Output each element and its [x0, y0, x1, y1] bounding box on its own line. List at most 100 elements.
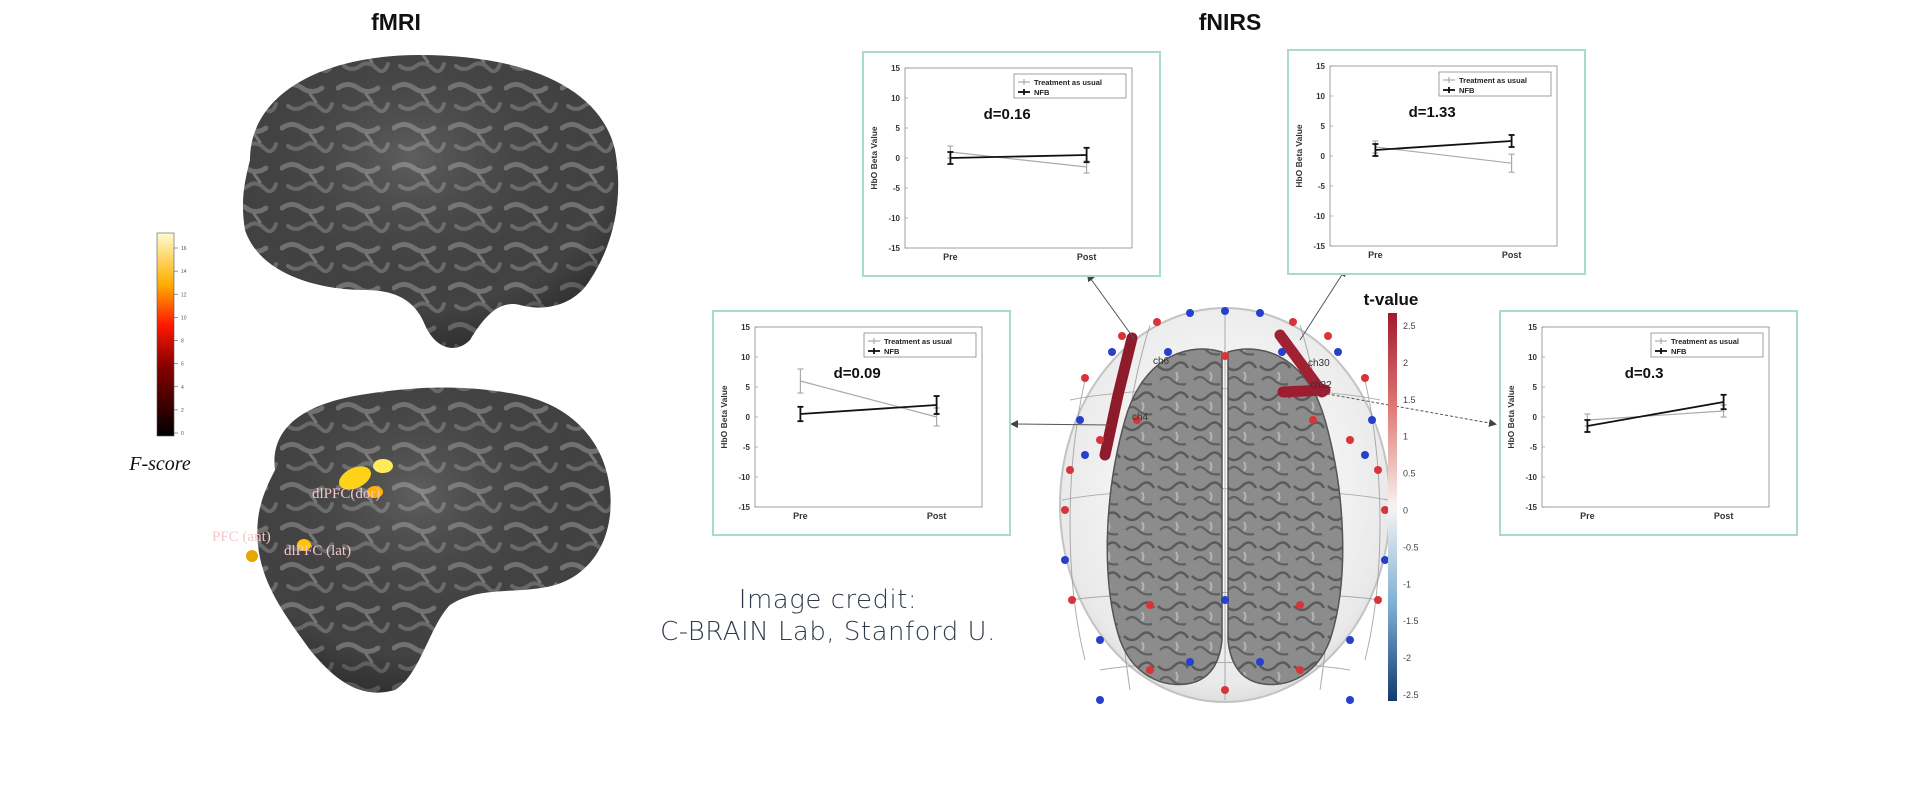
legend-box [1650, 332, 1764, 358]
optode-source [1146, 601, 1154, 609]
optode-detector [1334, 348, 1342, 356]
brain-lateral-top [242, 55, 619, 348]
y-tick-label: 10 [891, 94, 900, 103]
optode-source [1146, 666, 1154, 674]
optode-detector [1108, 348, 1116, 356]
image-credit-line1: Image credit: [738, 585, 918, 615]
tvalue-tick-label: -1.5 [1403, 616, 1419, 626]
y-tick-label: -10 [1525, 473, 1537, 482]
x-tick-label: Post [1077, 252, 1097, 262]
x-tick-label: Pre [1580, 511, 1595, 521]
fscore-tick-label: 0 [181, 431, 184, 437]
y-tick-label: 0 [896, 154, 901, 163]
y-tick-label: 0 [746, 413, 751, 422]
y-tick-label: -5 [743, 443, 751, 452]
y-tick-label: -5 [1530, 443, 1538, 452]
fscore-tick-label: 10 [181, 315, 187, 321]
optode-source [1296, 666, 1304, 674]
effect-size-annotation: d=0.09 [834, 365, 881, 382]
optode-source [1289, 318, 1297, 326]
y-tick-label: 15 [1316, 62, 1325, 71]
tvalue-colorbar: t-value 2.521.510.50-0.5-1-1.5-2-2.5 [1364, 290, 1419, 701]
legend-entry: NFB [1671, 347, 1687, 356]
channel-label-ch4: ch4 [1132, 412, 1149, 423]
fscore-tick-label: 4 [181, 385, 184, 391]
y-tick-label: 15 [741, 323, 750, 332]
optode-source [1309, 416, 1317, 424]
x-tick-label: Pre [1368, 250, 1383, 260]
y-tick-label: -15 [1525, 503, 1537, 512]
y-tick-label: -10 [1313, 212, 1325, 221]
series-line [1587, 410, 1724, 421]
optode-detector [1096, 696, 1104, 704]
legend-entry: NFB [1459, 86, 1475, 95]
legend-box [1438, 71, 1552, 97]
channel-label-ch30: ch30 [1308, 358, 1330, 369]
y-tick-label: -15 [888, 244, 900, 253]
tvalue-title: t-value [1364, 290, 1419, 309]
optode-detector [1381, 556, 1389, 564]
optode-detector [1186, 309, 1194, 317]
optode-detector [1081, 451, 1089, 459]
optode-detector [1361, 451, 1369, 459]
fnirs-head-model: ch6 ch30 ch32 ch4 [1059, 307, 1391, 704]
optode-source [1118, 332, 1126, 340]
x-tick-label: Post [927, 511, 947, 521]
optode-detector [1221, 307, 1229, 315]
legend-box [1013, 73, 1127, 99]
y-axis-label: HbO Beta Value [1506, 385, 1516, 449]
tvalue-tick-label: 1.5 [1403, 395, 1416, 405]
optode-detector [1221, 596, 1229, 604]
optode-detector [1346, 696, 1354, 704]
fmri-heading: fMRI [371, 9, 421, 35]
y-tick-label: 5 [746, 383, 751, 392]
fscore-tick-label: 8 [181, 339, 184, 345]
tvalue-tick-label: 0 [1403, 506, 1408, 516]
optode-source [1361, 374, 1369, 382]
optode-source [1221, 352, 1229, 360]
optode-detector [1061, 556, 1069, 564]
optode-detector [1096, 636, 1104, 644]
tvalue-tick-label: -2.5 [1403, 690, 1419, 700]
series-line [950, 151, 1087, 168]
optode-source [1221, 686, 1229, 694]
tvalue-tick-label: -1 [1403, 579, 1411, 589]
y-tick-label: 10 [1316, 92, 1325, 101]
optode-detector [1076, 416, 1084, 424]
series-line [800, 380, 937, 418]
optode-detector [1164, 348, 1172, 356]
y-tick-label: 5 [1321, 122, 1326, 131]
x-tick-label: Post [1502, 250, 1522, 260]
optode-source [1374, 466, 1382, 474]
y-tick-label: -15 [1313, 242, 1325, 251]
y-tick-label: 10 [741, 353, 750, 362]
optode-source [1374, 596, 1382, 604]
y-tick-label: -10 [738, 473, 750, 482]
tvalue-tick-label: 2 [1403, 358, 1408, 368]
legend-entry: Treatment as usual [1671, 337, 1739, 346]
series-line [1375, 140, 1512, 151]
series-line [1587, 401, 1724, 427]
legend-entry: NFB [884, 347, 900, 356]
effect-size-annotation: d=0.16 [984, 106, 1031, 123]
fscore-tick-label: 2 [181, 408, 184, 414]
legend-entry: Treatment as usual [884, 337, 952, 346]
optode-detector [1368, 416, 1376, 424]
optode-source [1153, 318, 1161, 326]
legend-entry: Treatment as usual [1459, 76, 1527, 85]
region-label-dlpfc-lat: dlPFC (lat) [284, 543, 351, 559]
image-credit-line2: C-BRAIN Lab, Stanford U. [660, 617, 996, 647]
region-label-pfc-ant: PFC (ant) [212, 529, 271, 545]
optode-detector [1346, 636, 1354, 644]
optode-source [1061, 506, 1069, 514]
legend-entry: Treatment as usual [1034, 78, 1102, 87]
y-tick-label: 0 [1321, 152, 1326, 161]
region-label-dlpfc-dor: dlPFC(dor) [312, 486, 380, 502]
fscore-tick-label: 6 [181, 362, 184, 368]
y-tick-label: 10 [1528, 353, 1537, 362]
fscore-label: F-score [128, 453, 191, 475]
